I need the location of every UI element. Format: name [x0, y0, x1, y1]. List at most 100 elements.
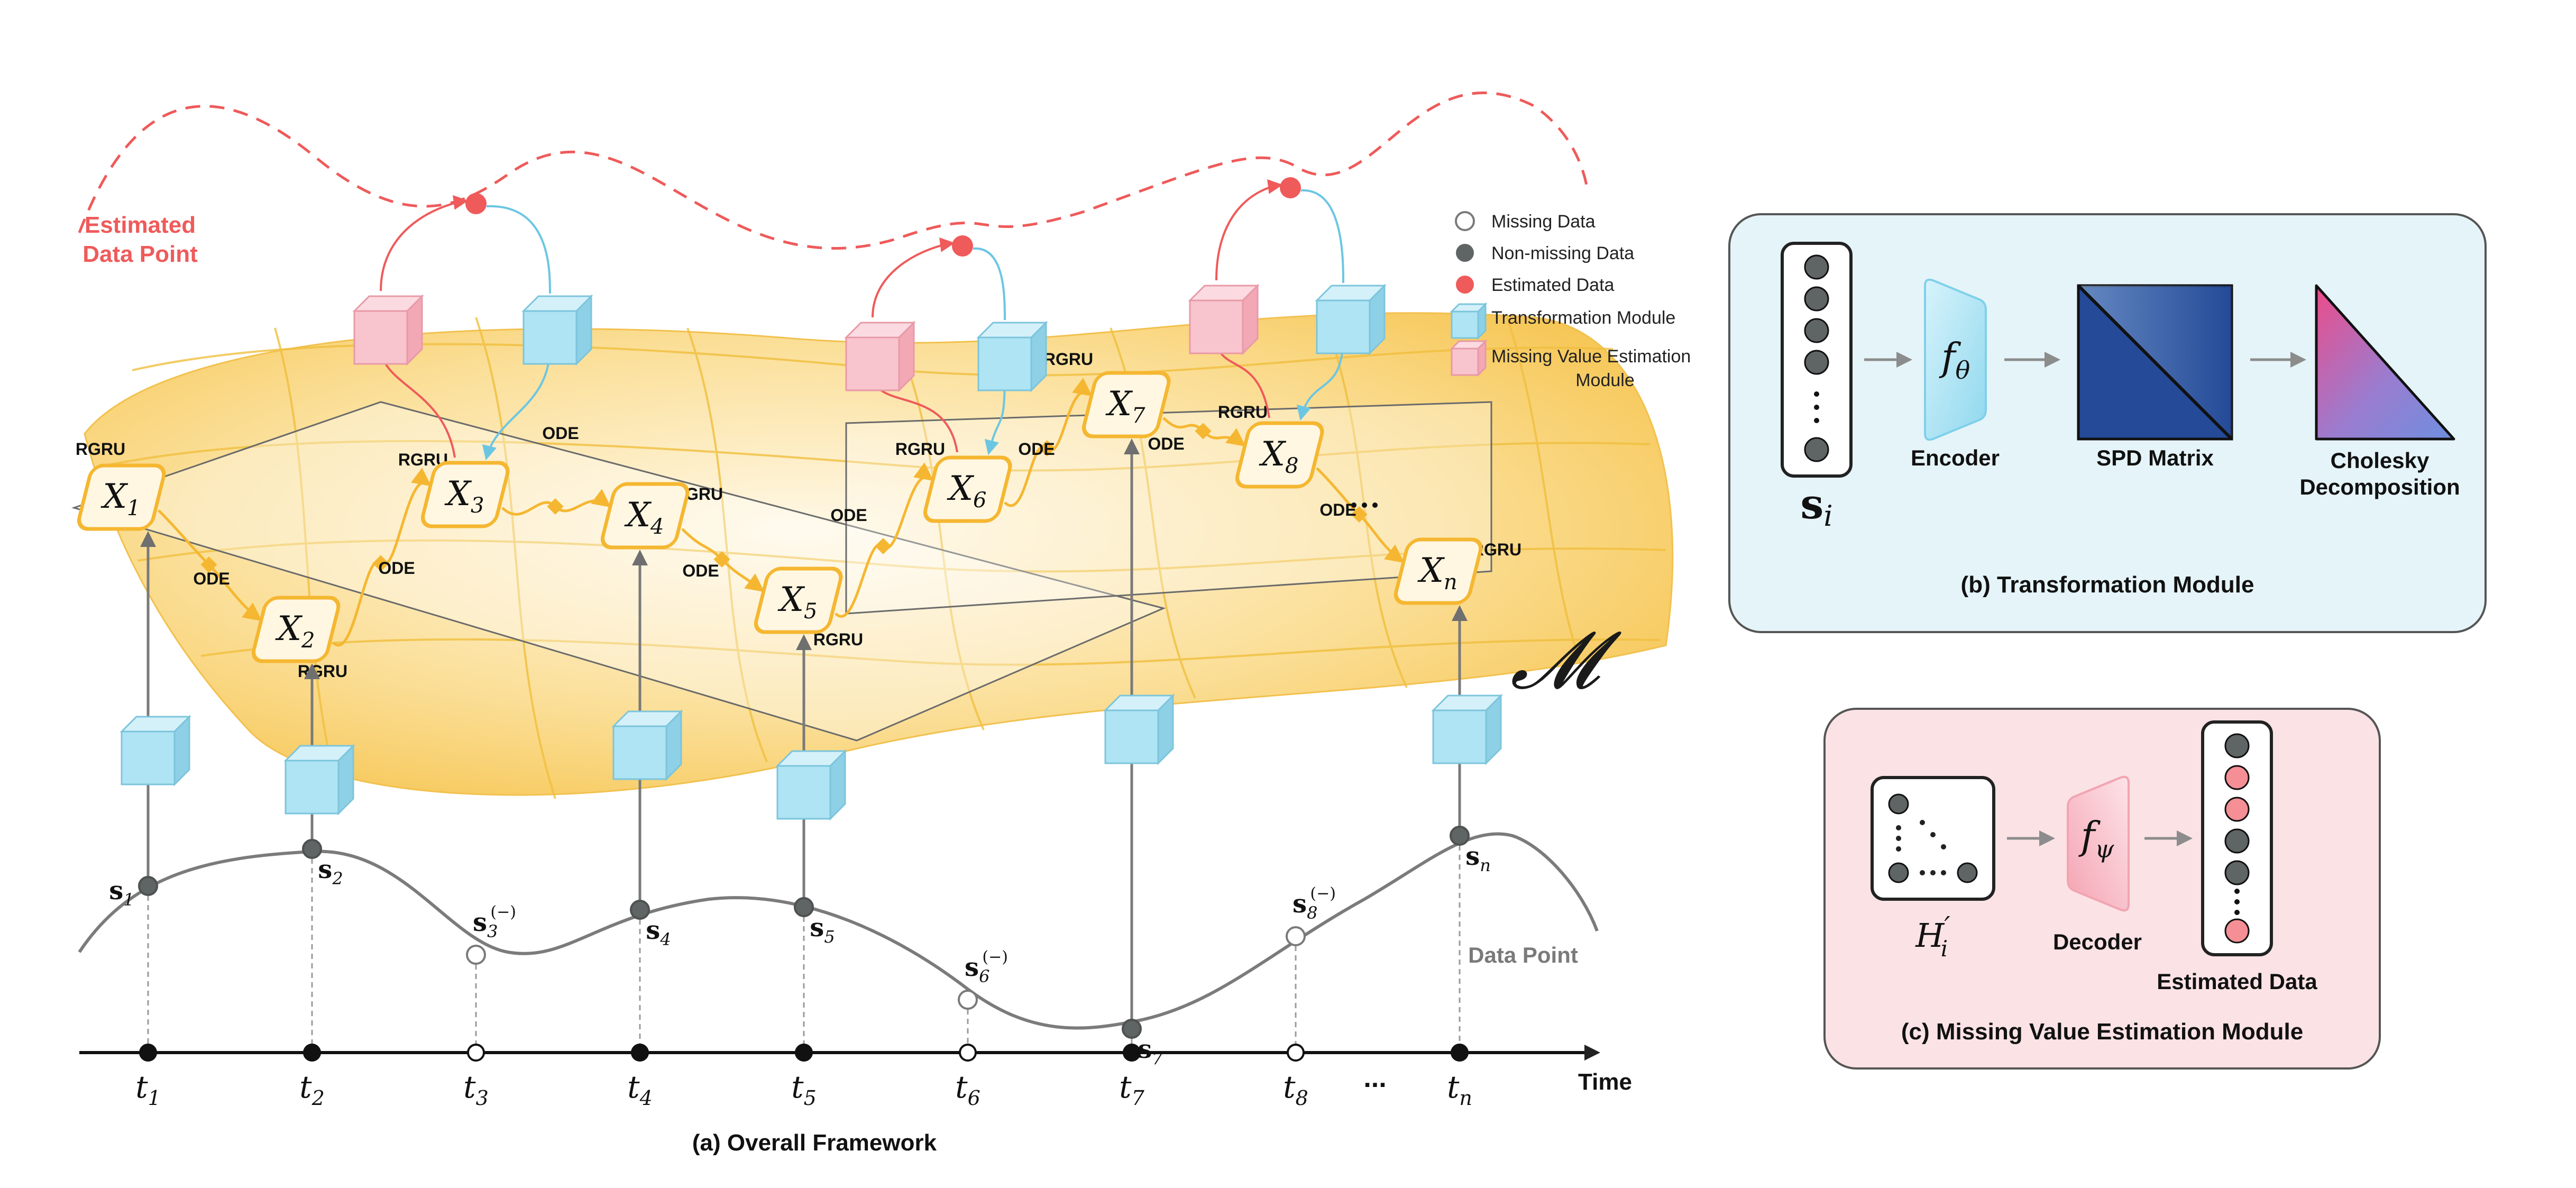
transformation-cube	[120, 715, 191, 787]
missing-estimation-cube	[1188, 284, 1260, 355]
transformation-cube	[1315, 284, 1387, 355]
output-vector-dots	[2224, 733, 2250, 944]
ode-node	[1351, 506, 1368, 523]
legend-missing-icon	[1455, 211, 1475, 231]
cholesky-label-line1: Cholesky	[2331, 448, 2430, 473]
hidden-state-label: X8	[1258, 435, 1298, 478]
hidden-state-label: X2	[274, 609, 315, 653]
ode-label: ODE	[1319, 500, 1356, 519]
time-tick	[1287, 1044, 1305, 1062]
rgru-label: RGRU	[895, 440, 945, 459]
manifold-grid-line	[105, 440, 1651, 472]
time-tick	[959, 1044, 977, 1062]
cholesky-label-line2: Decomposition	[2299, 474, 2460, 499]
encoder-shape	[1924, 278, 1987, 441]
sample-label: s4	[646, 916, 671, 949]
data-point-label: Data Point	[1468, 943, 1578, 967]
panel-c-caption: (c) Missing Value Estimation Module	[1901, 1019, 2303, 1045]
vector-element-observed	[2224, 733, 2250, 759]
transformation-cube	[521, 294, 593, 366]
hidden-state-box: X6	[923, 455, 1012, 523]
ode-label: ODE	[682, 561, 719, 580]
encoder-label: Encoder	[1911, 445, 2000, 470]
vector-element	[1804, 286, 1829, 312]
time-tick	[631, 1044, 649, 1062]
ode-node	[1195, 423, 1212, 440]
vector-element	[1804, 437, 1829, 462]
sample-label: s8(−)	[1292, 884, 1336, 923]
panel-c: H′i fψ Decoder Estimated Data (c) Missin…	[1823, 708, 2381, 1070]
manifold-grid-line	[200, 638, 1661, 666]
estimated-curve	[78, 92, 1588, 250]
hidden-state-box: X8	[1235, 421, 1324, 489]
missing-data-point	[466, 945, 486, 965]
time-label: t5	[791, 1069, 817, 1110]
data-point	[302, 839, 322, 859]
vector-element	[1804, 350, 1829, 375]
sample-label: s1	[109, 876, 134, 910]
input-vector-label: si	[1800, 480, 1832, 533]
decoder-function: fψ	[2078, 814, 2115, 863]
rgru-label: RGRU	[813, 630, 863, 649]
spd-label: SPD Matrix	[2096, 445, 2214, 470]
transformation-cube	[283, 744, 355, 816]
transformation-cube	[1103, 693, 1175, 765]
vector-ellipsis-dot	[1814, 391, 1819, 397]
vector-element-observed	[2224, 860, 2250, 885]
legend-non-missing-label: Non-missing Data	[1491, 243, 1634, 263]
manifold-grid-line	[274, 327, 340, 794]
decoder-shape	[2067, 775, 2130, 912]
time-label: t3	[463, 1069, 489, 1110]
panel-a-caption: (a) Overall Framework	[692, 1130, 937, 1156]
hidden-matrix-label: H′i	[1915, 911, 1950, 962]
estimated-label-line1: Estimated	[85, 212, 196, 238]
cholesky-triangle	[2315, 284, 2455, 441]
vector-element-estimated	[2224, 797, 2250, 822]
estimate-arrow	[872, 237, 955, 318]
sample-label: s3(−)	[473, 903, 516, 942]
ode-label: ODE	[1018, 440, 1055, 459]
hidden-matrix-dot-bottom-right	[1957, 862, 1978, 883]
time-label: t1	[135, 1069, 161, 1110]
hidden-state-box: X7	[1081, 371, 1171, 438]
data-point	[794, 897, 814, 917]
estimate-to-transform-line	[1300, 189, 1344, 284]
vector-ellipsis-dot	[1814, 405, 1819, 410]
hidden-state-box: X5	[754, 566, 843, 634]
time-tick	[139, 1044, 157, 1062]
time-tick	[795, 1044, 813, 1062]
ode-ellipsis-dot	[1351, 502, 1356, 508]
vector-element-estimated	[2224, 918, 2250, 944]
rgru-label: RGRU	[298, 662, 347, 681]
legend-missing-estimation-icon	[1450, 339, 1488, 377]
vector-element	[1804, 318, 1829, 343]
hidden-state-label: X6	[946, 469, 986, 513]
legend: Missing Data Non-missing Data Estimated …	[1450, 211, 1691, 390]
time-tick	[1451, 1044, 1469, 1062]
vector-ellipsis-dot	[2234, 899, 2240, 904]
input-vector-dots	[1804, 254, 1829, 462]
hidden-state-label: X5	[777, 580, 817, 624]
vector-ellipsis-dot	[2234, 889, 2240, 894]
sample-label: s5	[810, 913, 835, 947]
estimated-data-label: Estimated Data	[2157, 969, 2317, 994]
ode-node	[200, 556, 217, 573]
ode-label: ODE	[1148, 434, 1184, 453]
time-tick	[467, 1044, 485, 1062]
sample-label: sn	[1465, 842, 1491, 875]
transformation-cube	[1431, 693, 1503, 765]
legend-transformation-icon	[1450, 302, 1488, 340]
panel-b: si fθ Encoder SPD Matrix Cholesky Decomp…	[1728, 213, 2487, 633]
hidden-state-box: X1	[77, 463, 166, 531]
missing-estimation-cube	[844, 321, 916, 392]
data-point	[630, 900, 650, 920]
estimate-arrow	[380, 195, 469, 291]
ode-label: ODE	[378, 559, 415, 578]
legend-estimated-icon	[1456, 276, 1474, 294]
hidden-state-box: X2	[251, 596, 341, 663]
data-point	[1122, 1019, 1142, 1039]
legend-missing-estimation-line1: Missing Value Estimation	[1491, 346, 1691, 367]
time-label: t4	[627, 1069, 653, 1110]
estimated-data-point	[1280, 177, 1301, 198]
